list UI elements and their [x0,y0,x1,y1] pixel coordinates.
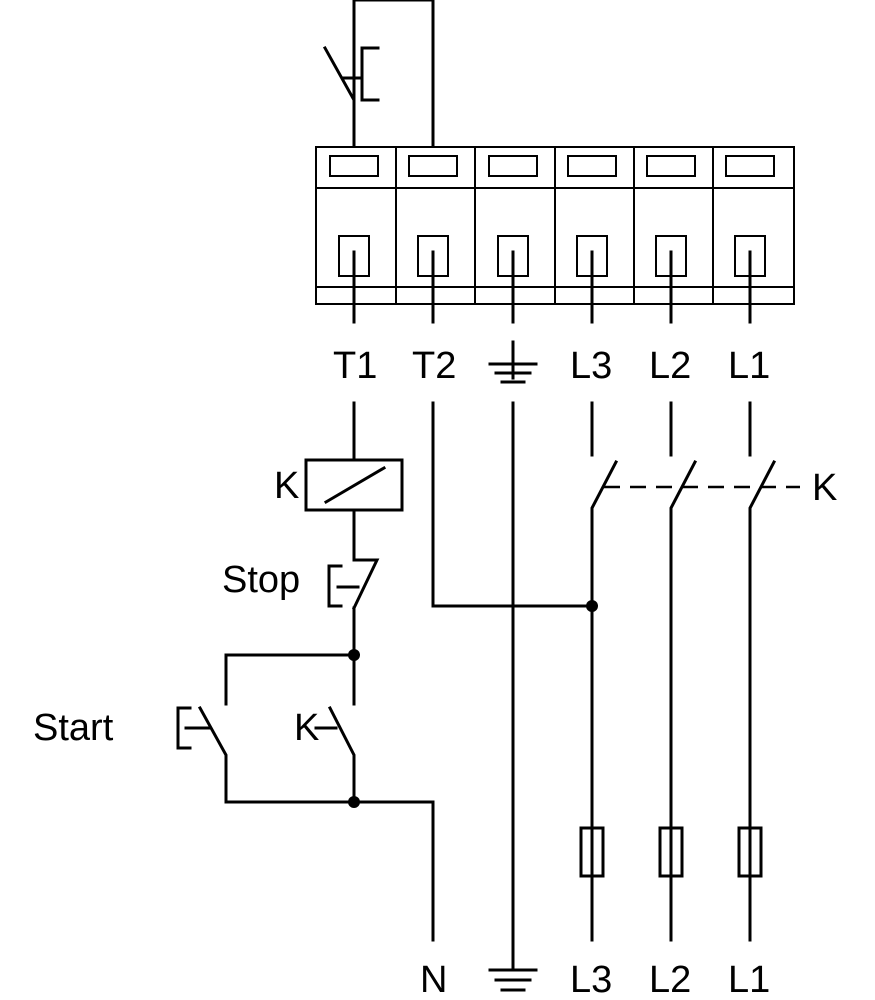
terminal-slot [725,155,775,324]
terminal-slot [488,155,538,324]
fuses [579,826,763,942]
terminal-slot [329,155,379,324]
contacts-label: K [812,467,837,509]
aux-contact-label: K [294,707,319,749]
main-contacts [590,401,800,830]
control-circuit [176,401,435,942]
stop-label: Stop [222,559,300,601]
terminal-slot [646,155,696,324]
terminal-label-l3: L3 [570,345,612,387]
terminal-label-t1: T1 [333,345,377,387]
terminal-label-t2: T2 [412,345,456,387]
ground-icon [488,340,538,384]
terminal-slot [567,155,617,324]
supply-label-l2: L2 [649,959,691,1000]
start-label: Start [33,707,114,749]
supply-label-n: N [420,959,447,1000]
supply-label-l1: L1 [728,959,770,1000]
supply-label-l3: L3 [570,959,612,1000]
terminal-label-l2: L2 [649,345,691,387]
t2-wire [431,401,594,608]
ground-icon [488,938,538,992]
terminal-label-l1: L1 [728,345,770,387]
thermal-switch [322,0,435,147]
terminal-block [315,146,795,324]
coil-label: K [274,465,299,507]
terminal-slot [408,155,458,324]
